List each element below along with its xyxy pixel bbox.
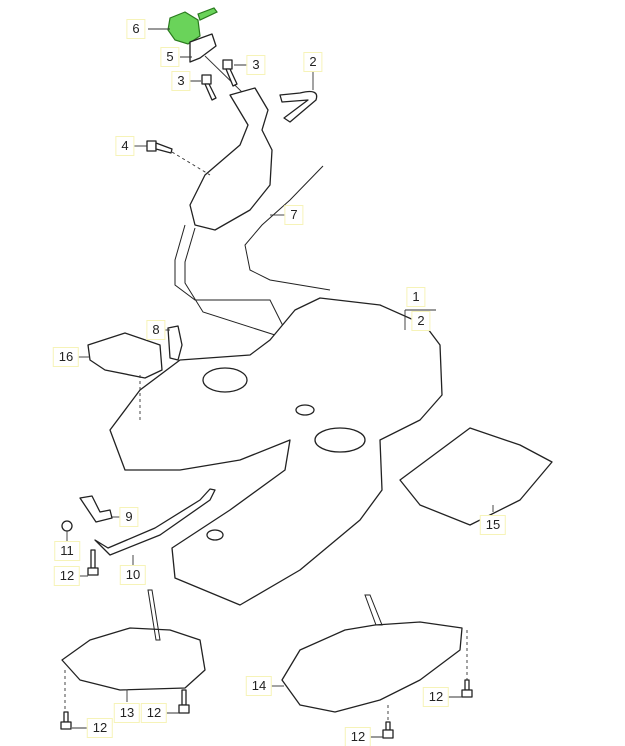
callout-12[interactable]: 12	[422, 687, 450, 707]
bolt-part[interactable]	[461, 679, 473, 698]
callout-1[interactable]: 1	[406, 287, 426, 307]
callout-10[interactable]: 10	[119, 565, 147, 585]
callout-13[interactable]: 13	[113, 703, 141, 723]
callout-6[interactable]: 6	[126, 19, 146, 39]
callout-11[interactable]: 11	[54, 541, 80, 561]
bolt-part[interactable]	[178, 689, 190, 714]
callout-2[interactable]: 2	[303, 52, 323, 72]
callout-5[interactable]: 5	[160, 47, 180, 67]
callout-12[interactable]: 12	[86, 718, 114, 738]
bolt-part[interactable]	[146, 140, 173, 154]
underbody-shield-part[interactable]	[281, 621, 463, 713]
bolt-part[interactable]	[222, 59, 238, 87]
callout-12[interactable]: 12	[344, 727, 372, 746]
callout-12[interactable]: 12	[53, 566, 81, 586]
callout-9[interactable]: 9	[119, 507, 139, 527]
callout-8[interactable]: 8	[146, 320, 166, 340]
fuel-tank-part[interactable]	[109, 297, 443, 606]
strap-part[interactable]	[94, 488, 216, 556]
callout-12[interactable]: 12	[140, 703, 168, 723]
sensor-part[interactable]	[167, 325, 183, 361]
callout-16[interactable]: 16	[52, 347, 80, 367]
heat-shield-part[interactable]	[87, 332, 163, 379]
heat-shield-part[interactable]	[399, 427, 553, 526]
nut-part[interactable]	[61, 520, 73, 532]
cable-part[interactable]	[244, 165, 331, 291]
bolt-part[interactable]	[60, 711, 72, 730]
gasket-part[interactable]	[189, 33, 217, 63]
bracket-part[interactable]	[79, 495, 113, 523]
callout-15[interactable]: 15	[479, 515, 507, 535]
vent-hose-part[interactable]	[279, 90, 318, 123]
callout-7[interactable]: 7	[284, 205, 304, 225]
callout-2[interactable]: 2	[411, 311, 431, 331]
callout-4[interactable]: 4	[115, 136, 135, 156]
callout-14[interactable]: 14	[245, 676, 273, 696]
underbody-shield-part[interactable]	[61, 627, 206, 691]
callout-3[interactable]: 3	[171, 71, 191, 91]
bolt-part[interactable]	[87, 549, 99, 576]
filler-neck-part[interactable]	[189, 87, 273, 231]
callout-3[interactable]: 3	[246, 55, 266, 75]
bolt-part[interactable]	[201, 74, 217, 101]
bolt-part[interactable]	[382, 721, 394, 739]
